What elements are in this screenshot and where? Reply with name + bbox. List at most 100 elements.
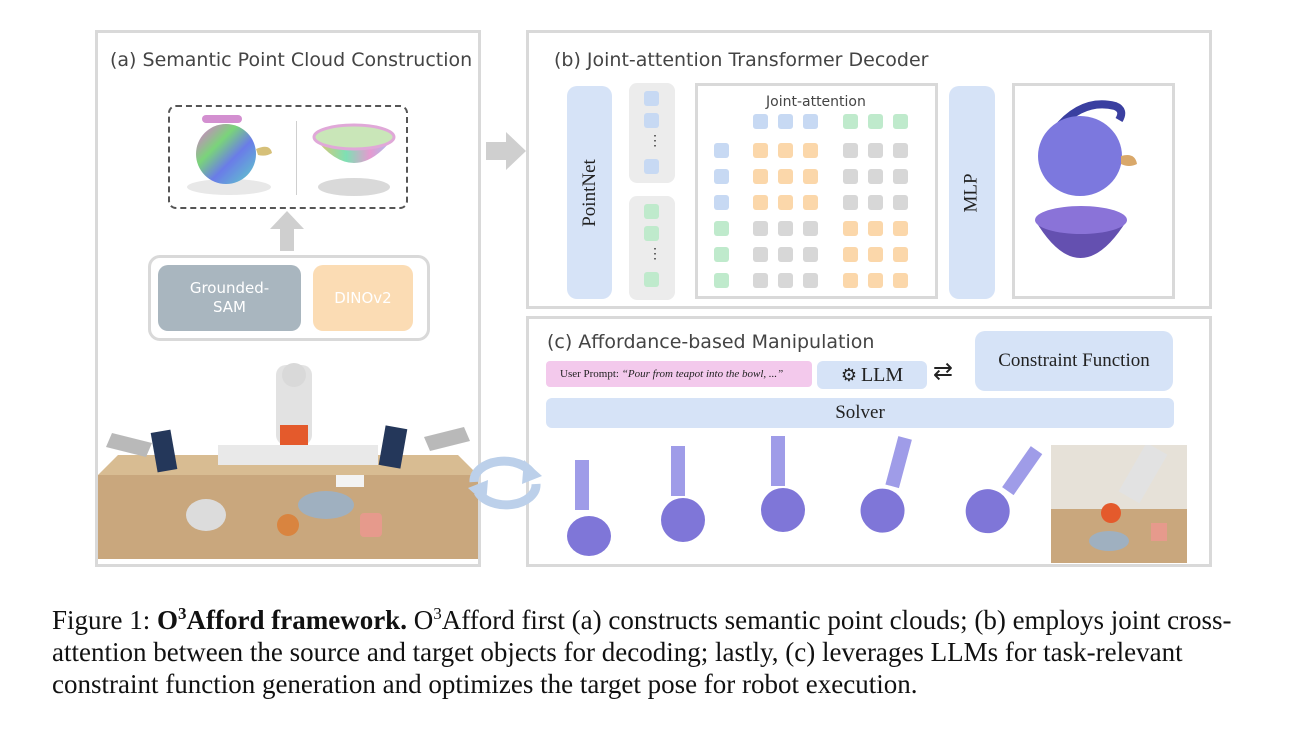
token	[644, 159, 659, 174]
attention-cell	[803, 114, 818, 129]
attention-cell	[778, 273, 793, 288]
attention-cell	[753, 169, 768, 184]
attention-cell	[753, 221, 768, 236]
caption-body-name: O	[413, 605, 434, 635]
token	[644, 113, 659, 128]
attention-cell	[893, 143, 908, 158]
output-cloud-box	[1012, 83, 1175, 299]
ellipsis: ⋮	[648, 134, 662, 149]
attention-cell	[778, 195, 793, 210]
caption-body: Afford first (a) constructs semantic poi…	[52, 605, 1232, 699]
attention-cell	[843, 114, 858, 129]
attention-cell	[778, 247, 793, 262]
joint-attention-label: Joint-attention	[766, 94, 866, 110]
constraint-function-box: Constraint Function	[975, 331, 1173, 391]
semantic-point-cloud-box	[168, 105, 408, 209]
source-token-column: ⋮	[629, 83, 675, 183]
pose-frame-4	[860, 436, 912, 533]
attention-cell	[803, 195, 818, 210]
grounded-sam-box: Grounded-SAM	[158, 265, 301, 331]
panel-a-title: (a) Semantic Point Cloud Construction	[110, 49, 473, 71]
model-container	[148, 255, 430, 341]
shuffle-icon: ⇄	[933, 357, 954, 385]
user-prompt-box: User Prompt: “Pour from teapot into the …	[546, 361, 812, 387]
attention-cell	[714, 247, 729, 262]
divider	[296, 121, 297, 195]
attention-cell	[843, 195, 858, 210]
attention-cell	[893, 195, 908, 210]
pose-frame-2	[661, 446, 705, 542]
attention-cell	[803, 221, 818, 236]
pose-frame-5	[965, 446, 1043, 534]
attention-cell	[868, 169, 883, 184]
panel-c-title: (c) Affordance-based Manipulation	[547, 331, 875, 353]
attention-cell	[753, 114, 768, 129]
attention-cell	[868, 195, 883, 210]
attention-cell	[843, 169, 858, 184]
solver-box: Solver	[546, 398, 1174, 428]
pointnet-box: PointNet	[567, 86, 612, 299]
attention-cell	[843, 273, 858, 288]
attention-cell	[868, 143, 883, 158]
attention-cell	[803, 247, 818, 262]
loop-icon	[468, 456, 542, 510]
framework-name: O	[157, 605, 179, 635]
bowl-feature-cloud	[312, 123, 396, 196]
framework-name-rest: Afford framework.	[186, 605, 407, 635]
prompt-label: User Prompt:	[560, 368, 619, 380]
attention-cell	[778, 143, 793, 158]
attention-cell	[868, 114, 883, 129]
pointnet-label: PointNet	[578, 158, 600, 227]
attention-cell	[714, 273, 729, 288]
attention-cell	[714, 221, 729, 236]
token	[644, 272, 659, 287]
openai-icon: ⚙	[840, 364, 857, 386]
token	[644, 204, 659, 219]
attention-cell	[868, 247, 883, 262]
attention-cell	[778, 169, 793, 184]
robot-scene-photo	[98, 363, 478, 559]
panel-b: (b) Joint-attention Transformer Decoder …	[526, 30, 1212, 309]
llm-label: LLM	[860, 363, 904, 386]
llm-box: ⚙LLM	[817, 361, 927, 389]
attention-cell	[714, 143, 729, 158]
attention-cell	[778, 114, 793, 129]
attention-cell	[868, 221, 883, 236]
up-arrow-icon	[270, 211, 304, 251]
attention-cell	[868, 273, 883, 288]
attention-cell	[893, 114, 908, 129]
attention-cell	[893, 247, 908, 262]
attention-cell	[803, 143, 818, 158]
figure-caption: Figure 1: O3Afford framework. O3Afford f…	[52, 598, 1252, 700]
prompt-text: “Pour from teapot into the bowl, ...”	[621, 368, 784, 380]
constraint-label: Constraint Function	[998, 350, 1150, 371]
attention-cell	[753, 143, 768, 158]
panel-a: (a) Semantic Point Cloud Construction	[95, 30, 481, 567]
token	[644, 226, 659, 241]
pose-frame-1	[567, 460, 611, 556]
attention-cell	[753, 195, 768, 210]
pose-frame-3	[761, 436, 805, 532]
dinov2-box: DINOv2	[313, 265, 413, 331]
grounded-sam-label: Grounded-SAM	[189, 279, 270, 316]
teapot-feature-cloud	[187, 115, 272, 195]
pouring-sequence	[567, 436, 1043, 556]
attention-cell	[803, 273, 818, 288]
dinov2-label: DINOv2	[334, 289, 392, 307]
robot-execution-photo	[1051, 445, 1187, 563]
attention-cell	[778, 221, 793, 236]
figure-number: Figure 1:	[52, 605, 151, 635]
attention-cell	[803, 169, 818, 184]
solver-label: Solver	[835, 402, 885, 423]
attention-cell	[893, 273, 908, 288]
joint-attention-box: Joint-attention	[695, 83, 938, 299]
superscript: 3	[433, 604, 442, 623]
attention-cell	[753, 247, 768, 262]
attention-cell	[843, 247, 858, 262]
attention-cell	[893, 169, 908, 184]
target-token-column: ⋮	[629, 196, 675, 300]
attention-cell	[843, 143, 858, 158]
panel-c: (c) Affordance-based Manipulation User P…	[526, 316, 1212, 567]
output-point-cloud	[1035, 100, 1137, 258]
panel-b-title: (b) Joint-attention Transformer Decoder	[554, 49, 929, 71]
